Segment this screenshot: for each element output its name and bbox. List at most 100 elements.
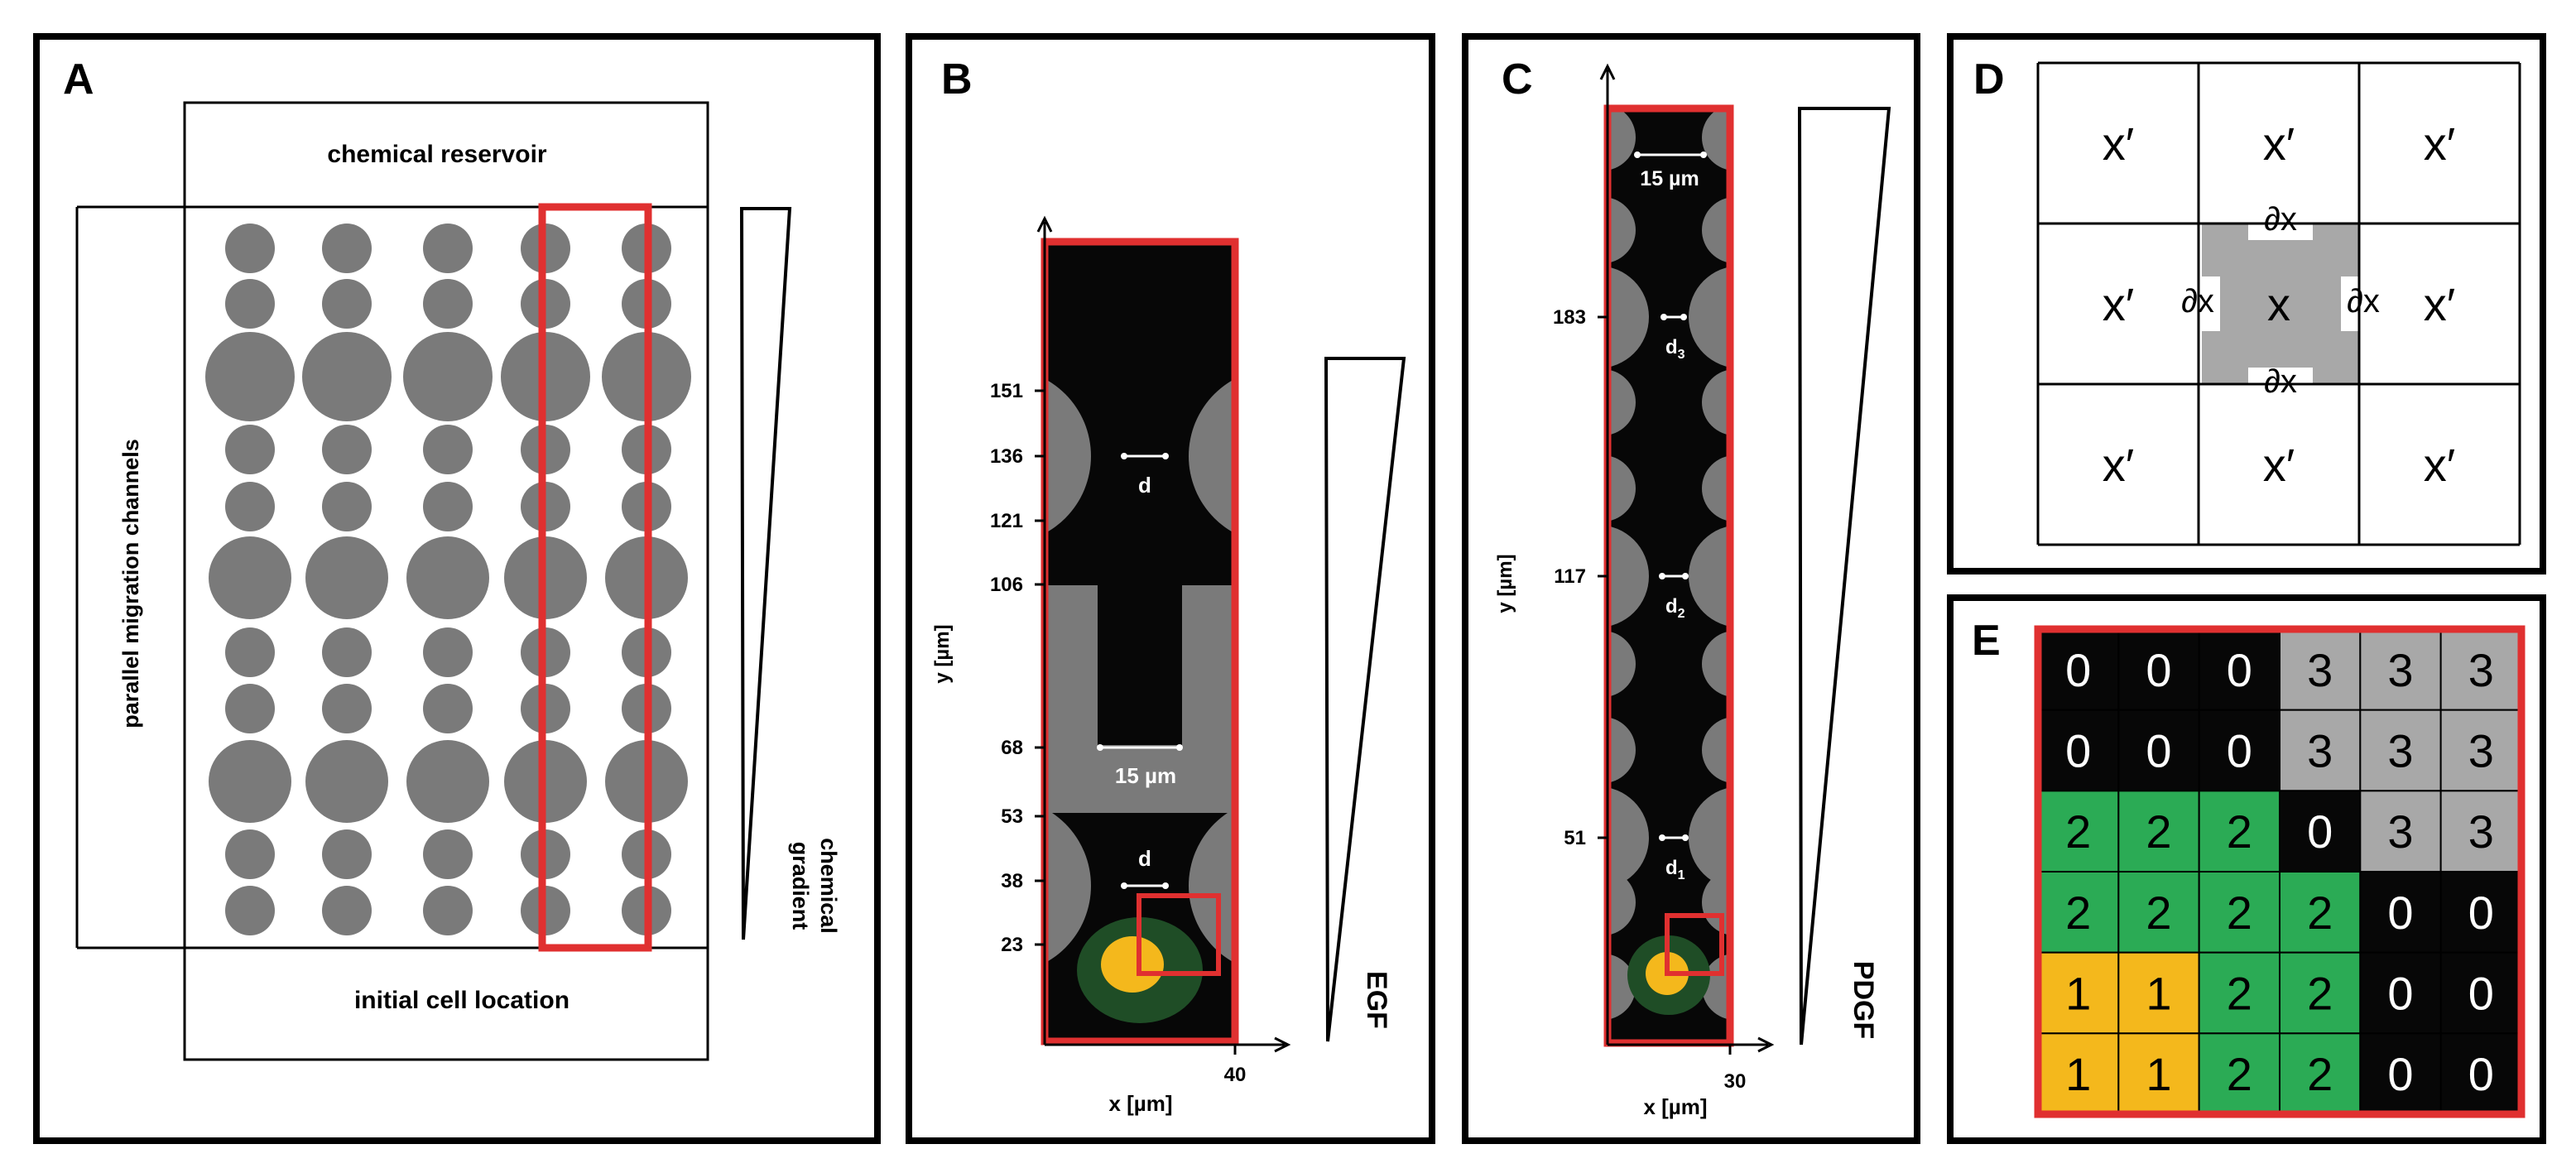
boundary-label: ∂x (2181, 283, 2214, 320)
pillar (423, 279, 473, 329)
panel-e-label: E (1972, 617, 2001, 665)
cell-label: x′ (2424, 439, 2456, 491)
channel-c-geometry (1608, 108, 1730, 1043)
pillar (1702, 631, 1730, 697)
measure-15um-c-right-end (1700, 151, 1707, 158)
pillar (1045, 808, 1091, 964)
measure-d-top-left-end (1121, 453, 1127, 459)
panel-d-label: D (1973, 55, 2005, 103)
cell-label: x′ (2103, 439, 2135, 491)
pillar (225, 425, 275, 474)
pillar (1608, 267, 1649, 368)
wall-band (1045, 745, 1235, 813)
x-tick-c-max-label: 30 (1724, 1070, 1747, 1093)
gap-subscript: 2 (1678, 607, 1685, 621)
grid-cell (2117, 628, 2200, 711)
y-axis-b-arrow (1036, 215, 1053, 233)
cell-label: x′ (2263, 118, 2295, 170)
cell-value: 2 (2065, 887, 2091, 939)
gap-measure-end (1660, 314, 1667, 320)
y-tick-label: 53 (1001, 805, 1023, 828)
grid-cell (2117, 790, 2200, 873)
gradient-label-line2: gradient (788, 842, 813, 930)
grid-cell (2117, 951, 2200, 1035)
pillar (423, 627, 473, 677)
channel-b-geometry (1045, 242, 1235, 1041)
grid-cell (2359, 628, 2442, 711)
cell-value: 3 (2468, 644, 2494, 696)
measure-d-bottom-right-end (1162, 882, 1169, 889)
x-axis-c-label: x [µm] (1643, 1094, 1707, 1119)
pillar (1702, 369, 1730, 435)
y-tick-label: 117 (1554, 565, 1586, 588)
pillar (1608, 787, 1649, 888)
grid-outline (2034, 625, 2526, 1118)
y-tick-label: 121 (990, 510, 1023, 532)
cell-value: 3 (2387, 805, 2413, 858)
width-label-15um: 15 µm (1115, 763, 1176, 788)
gap-measure-end (1659, 834, 1665, 841)
pillar (1608, 108, 1636, 171)
grid-cell (2279, 871, 2362, 954)
reservoir-box (183, 101, 709, 1061)
pillar (1702, 455, 1730, 522)
grid-cell (2359, 951, 2442, 1035)
pillar (423, 886, 473, 935)
x-axis-b-label: x [µm] (1108, 1091, 1172, 1116)
pillar (225, 482, 275, 531)
pillar (406, 536, 489, 619)
center-cell-fill (2202, 224, 2359, 384)
pillar (1045, 378, 1091, 534)
cell-value: 2 (2307, 1048, 2333, 1100)
cell-label: x′ (2263, 439, 2295, 491)
measure-15um-left-end (1097, 744, 1103, 751)
cell-value: 1 (2146, 1048, 2171, 1100)
boundary-notch (2341, 276, 2386, 331)
grid-cell (2198, 1032, 2281, 1116)
cell-value: 3 (2307, 725, 2333, 777)
cell-value: 1 (2065, 1048, 2091, 1100)
grid-cell (2359, 790, 2442, 873)
grid-cell (2198, 709, 2281, 792)
cell-value: 2 (2065, 805, 2091, 858)
pillar (423, 482, 473, 531)
pillar (403, 332, 493, 421)
grid-cell (2439, 951, 2523, 1035)
pillar (1608, 369, 1636, 435)
pillar (406, 740, 489, 823)
pillar (209, 536, 291, 619)
boundary-label: ∂x (2264, 363, 2297, 400)
cell-value: 0 (2468, 887, 2494, 939)
pillar (423, 425, 473, 474)
cell-value: 0 (2307, 805, 2333, 858)
panel-c-label: C (1502, 55, 1533, 103)
cell-value: 3 (2468, 725, 2494, 777)
pillar (209, 740, 291, 823)
grid-cell (2117, 871, 2200, 954)
pillar (205, 332, 295, 421)
pillar (423, 829, 473, 879)
y-tick-label: 183 (1553, 306, 1586, 329)
boundary-label: ∂x (2264, 201, 2297, 238)
cell-value: 0 (2468, 968, 2494, 1020)
pillar (322, 886, 372, 935)
cell-value: 2 (2227, 968, 2252, 1020)
pillar (225, 829, 275, 879)
pillar (322, 482, 372, 531)
cell-value: 0 (2146, 725, 2171, 777)
pillar (225, 886, 275, 935)
gradient-label-line1: chemical (816, 838, 841, 934)
gradient-wedge-c (1797, 107, 1891, 1046)
cell-value: 1 (2146, 968, 2171, 1020)
chemical-label-pdgf: PDGF (1848, 961, 1879, 1039)
pillar (225, 279, 275, 329)
cell-value: 2 (2146, 805, 2171, 858)
cell-value: 0 (2146, 644, 2171, 696)
grid-cell (2037, 790, 2120, 873)
cell-location-label: initial cell location (354, 987, 570, 1014)
